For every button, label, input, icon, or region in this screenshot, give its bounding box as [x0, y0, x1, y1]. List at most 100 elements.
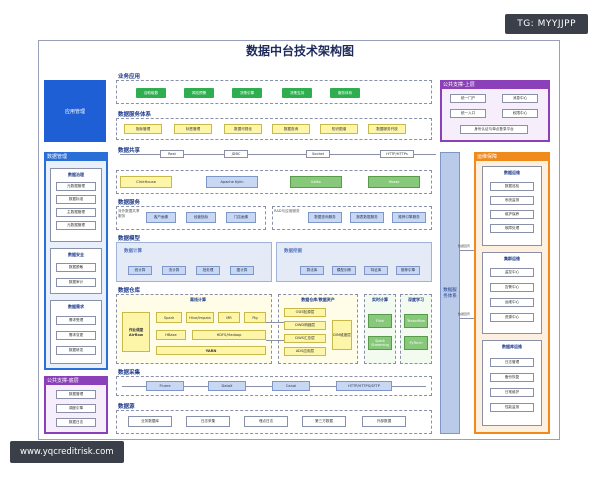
business-app-item[interactable]: 自助取数: [136, 88, 166, 98]
hub-column[interactable]: 数据服务体系: [440, 152, 460, 434]
support-top-item[interactable]: 身份认证与单点登录平台: [460, 125, 528, 134]
dw-layer[interactable]: DWS汇总层: [284, 334, 326, 343]
ml-item[interactable]: Tensorflow: [404, 314, 428, 328]
collect-item[interactable]: HTTP/HTTPS/SFTP: [336, 381, 392, 391]
data-service-right-caption: RAD与应用服务: [274, 209, 300, 213]
offline-item[interactable]: MR: [218, 312, 240, 323]
ops-group-label: 集群运维: [504, 256, 520, 261]
site-watermark: www.yqcreditrisk.com: [10, 441, 124, 463]
ops-item[interactable]: 备份恢复: [490, 373, 534, 382]
offline-item[interactable]: YARN: [156, 346, 266, 355]
support-bottom-item[interactable]: 数据管理: [56, 390, 96, 399]
data-service-item[interactable]: 数据可视化: [224, 124, 262, 134]
data-warehouse-label: 数据仓库: [118, 288, 141, 294]
source-item[interactable]: 日志采集: [186, 416, 230, 427]
business-app-item[interactable]: 风险预警: [184, 88, 214, 98]
hub-link-arrow: [460, 250, 474, 251]
support-top-item[interactable]: 统一门户: [450, 94, 486, 103]
business-app-item[interactable]: 决策引擎: [232, 88, 262, 98]
support-top-item[interactable]: 权限中心: [502, 109, 538, 118]
mgmt-item[interactable]: 需求受理: [56, 316, 96, 325]
source-item[interactable]: 外部数据: [362, 416, 406, 427]
public-support-bottom-header: 公共支撑-底层: [44, 376, 108, 385]
app-mgmt-block[interactable]: 应用管理: [44, 80, 106, 142]
data-service-right-item[interactable]: 推荐引擎服务: [392, 212, 426, 223]
data-service-left-caption: 对外数据共享服务: [118, 209, 140, 218]
ops-item[interactable]: 维护保养: [490, 210, 534, 219]
ops-item[interactable]: 数据巡检: [490, 182, 534, 191]
compute-item[interactable]: 统计算: [128, 266, 152, 275]
mgmt-item[interactable]: 数据审计: [56, 278, 96, 287]
offline-item[interactable]: Hive/Impala: [186, 312, 214, 323]
data-service-layer-label: 数据服务: [118, 200, 141, 206]
mgmt-item[interactable]: 需求变更: [56, 331, 96, 340]
share-engine[interactable]: Hbase: [368, 176, 420, 188]
share-engine[interactable]: Apache Kylin: [206, 176, 258, 188]
source-item[interactable]: 埋点日志: [244, 416, 288, 427]
ops-group-label: 数据库运维: [502, 344, 522, 349]
ops-item[interactable]: 运维中心: [490, 298, 534, 307]
compute-item[interactable]: 批处理: [196, 266, 220, 275]
ops-item[interactable]: 资源中心: [490, 313, 534, 322]
support-bottom-item[interactable]: 调度引擎: [56, 404, 96, 413]
mgmt-item[interactable]: 主数据管理: [56, 208, 96, 217]
mgmt-group-label: 数据需求: [68, 304, 84, 309]
offline-item[interactable]: Pig: [244, 312, 266, 323]
share-engine[interactable]: ClickHouse: [120, 176, 172, 188]
support-top-item[interactable]: 统一入口: [450, 109, 486, 118]
ml-item[interactable]: PyTorch: [404, 336, 428, 350]
share-engine[interactable]: Kafka: [290, 176, 342, 188]
collect-item[interactable]: DataX: [208, 381, 246, 391]
data-service-item[interactable]: 标签管理: [174, 124, 212, 134]
mgmt-item[interactable]: 数据标准: [56, 195, 96, 204]
data-service-item[interactable]: 知识图谱: [320, 124, 358, 134]
collect-item[interactable]: Canal: [272, 381, 310, 391]
source-item[interactable]: 第三方数据: [302, 416, 346, 427]
mgmt-item[interactable]: 元数据管理: [56, 182, 96, 191]
offline-item[interactable]: HBase: [156, 330, 186, 340]
mining-item[interactable]: 推荐引擎: [396, 266, 420, 275]
data-service-left-item[interactable]: 客户画像: [146, 212, 176, 223]
mining-item[interactable]: 模型训练: [332, 266, 356, 275]
ops-item[interactable]: 故障处理: [490, 224, 534, 233]
support-bottom-item[interactable]: 数据日志: [56, 418, 96, 427]
data-service-item[interactable]: 数据查询: [272, 124, 310, 134]
data-service-right-item[interactable]: 报表数据服务: [350, 212, 384, 223]
realtime-item[interactable]: Spark Streaming: [368, 336, 392, 350]
data-service-item[interactable]: 数据服务开放: [368, 124, 406, 134]
mgmt-group-governance: [50, 168, 102, 242]
realtime-box: [364, 294, 396, 364]
mining-item[interactable]: 特征库: [364, 266, 388, 275]
support-top-item[interactable]: 消息中心: [502, 94, 538, 103]
business-app-item[interactable]: 决策支持: [282, 88, 312, 98]
ops-item[interactable]: 性能监测: [490, 403, 534, 412]
ops-item[interactable]: 日志管理: [490, 358, 534, 367]
compute-item[interactable]: 流计算: [162, 266, 186, 275]
offline-item[interactable]: Spark: [156, 312, 182, 323]
realtime-item[interactable]: Flink: [368, 314, 392, 328]
ops-group-database: [482, 340, 542, 426]
ops-item[interactable]: 日常维护: [490, 388, 534, 397]
business-app-item[interactable]: 服务体系: [330, 88, 360, 98]
dw-layer[interactable]: DWD明细层: [284, 321, 326, 330]
mgmt-item[interactable]: 数据脱敏: [56, 263, 96, 272]
collect-item[interactable]: Flume: [146, 381, 184, 391]
ops-group-label: 数据运维: [504, 170, 520, 175]
mgmt-item[interactable]: 数据研发: [56, 346, 96, 355]
mgmt-item[interactable]: 元数据管理: [56, 221, 96, 230]
dw-dim-layer[interactable]: DIM维度层: [332, 320, 352, 350]
data-service-item[interactable]: 指标管理: [124, 124, 162, 134]
ops-item[interactable]: 监控中心: [490, 268, 534, 277]
data-service-left-item[interactable]: 经营指标: [186, 212, 216, 223]
scheduler-airflow[interactable]: 作业调度 Airflow: [122, 312, 150, 352]
offline-item[interactable]: HDFS/Hadoop: [192, 330, 266, 340]
dw-layer[interactable]: ADS应用层: [284, 347, 326, 356]
ops-item[interactable]: 告警中心: [490, 283, 534, 292]
data-service-left-item[interactable]: 门店画像: [226, 212, 256, 223]
mining-item[interactable]: 算法库: [300, 266, 324, 275]
compute-item[interactable]: 图计算: [230, 266, 254, 275]
dw-layer[interactable]: ODS贴源层: [284, 308, 326, 317]
source-item[interactable]: 业务数据库: [128, 416, 172, 427]
data-service-right-item[interactable]: 数据查询服务: [308, 212, 342, 223]
ops-item[interactable]: 系统监测: [490, 196, 534, 205]
